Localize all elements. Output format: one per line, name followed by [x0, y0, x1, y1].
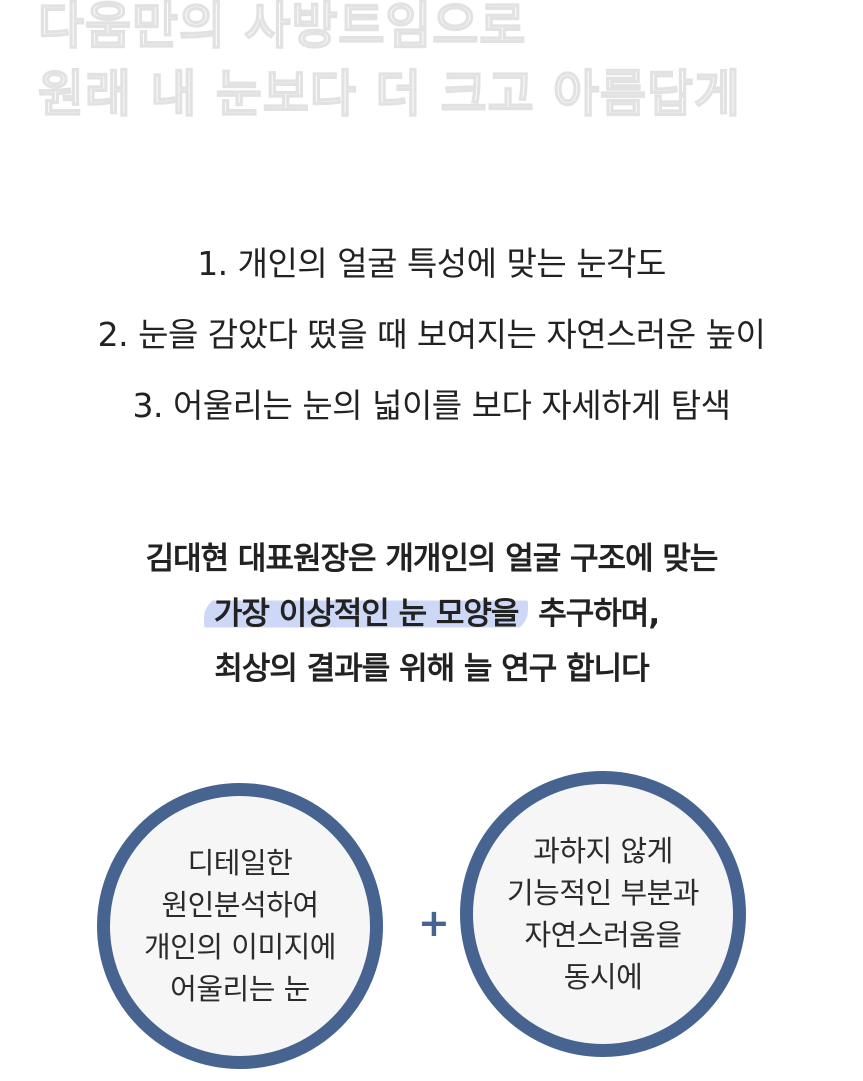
headline: 다움만의 사방트임으로 원래 내 눈보다 더 크고 아름답게	[37, 0, 858, 128]
circle-left-line-2: 원인분석하여	[161, 888, 319, 922]
feature-list: 1. 개인의 얼굴 특성에 맞는 눈각도 2. 눈을 감았다 떴을 때 보여지는…	[0, 228, 863, 441]
circle-right-line-4: 동시에	[563, 960, 643, 994]
feature-circle-detail: 디테일한 원인분석하여 개인의 이미지에 어울리는 눈	[97, 783, 383, 1069]
feature-circle-natural: 과하지 않게 기능적인 부분과 자연스러움을 동시에	[460, 771, 746, 1057]
statement-line-2-rest: 추구하며,	[528, 596, 660, 632]
circle-left-line-1: 디테일한	[187, 846, 293, 880]
statement-line-3: 최상의 결과를 위해 늘 연구 합니다	[214, 651, 649, 687]
circle-left-text: 디테일한 원인분석하여 개인의 이미지에 어울리는 눈	[144, 842, 336, 1010]
headline-line-2: 원래 내 눈보다 더 크고 아름답게	[37, 64, 742, 124]
plus-icon: +	[418, 901, 450, 945]
statement-line-1: 김대현 대표원장은 개개인의 얼굴 구조에 맞는	[145, 541, 719, 577]
feature-item-3: 3. 어울리는 눈의 넓이를 보다 자세하게 탐색	[132, 386, 731, 425]
feature-item-2: 2. 눈을 감았다 떴을 때 보여지는 자연스러운 높이	[97, 315, 766, 354]
circle-left-line-3: 개인의 이미지에	[144, 930, 336, 964]
circle-right-line-1: 과하지 않게	[533, 834, 673, 868]
statement-highlight: 가장 이상적인 눈 모양을	[203, 596, 529, 632]
feature-item-1: 1. 개인의 얼굴 특성에 맞는 눈각도	[197, 244, 666, 283]
doctor-statement: 김대현 대표원장은 개개인의 얼굴 구조에 맞는 가장 이상적인 눈 모양을 추…	[0, 532, 863, 697]
circle-right-line-3: 자연스러움을	[524, 918, 682, 952]
statement-line-2: 가장 이상적인 눈 모양을 추구하며,	[0, 587, 863, 642]
circle-left-line-4: 어울리는 눈	[170, 972, 310, 1006]
circle-right-text: 과하지 않게 기능적인 부분과 자연스러움을 동시에	[507, 830, 699, 998]
circle-right-line-2: 기능적인 부분과	[507, 876, 699, 910]
headline-line-1: 다움만의 사방트임으로	[37, 0, 527, 56]
